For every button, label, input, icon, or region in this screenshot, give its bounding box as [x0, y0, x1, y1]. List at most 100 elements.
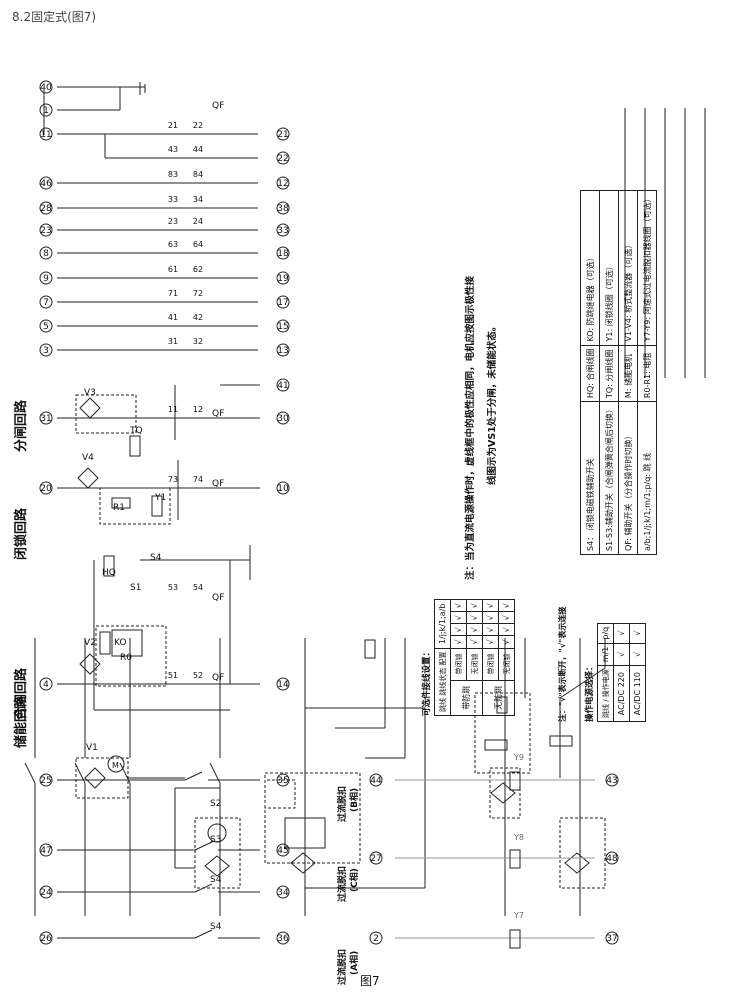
svg-text:1: 1	[43, 106, 49, 116]
terminal-43: 43	[605, 773, 619, 787]
svg-text:44: 44	[193, 145, 203, 154]
svg-text:15: 15	[277, 322, 288, 332]
svg-text:22: 22	[277, 154, 288, 164]
svg-text:43: 43	[606, 776, 617, 786]
svg-text:42: 42	[193, 313, 203, 322]
terminal-40: 40	[39, 80, 53, 94]
terminal-17: 17	[276, 295, 290, 309]
svg-text:Y8: Y8	[513, 833, 524, 842]
svg-text:S4: S4	[210, 875, 222, 885]
terminal-4: 4	[39, 677, 53, 691]
section-opening: 分闸回路	[14, 399, 29, 452]
svg-text:61: 61	[168, 265, 178, 274]
terminal-46: 46	[39, 176, 53, 190]
svg-text:41: 41	[277, 381, 288, 391]
svg-text:23: 23	[168, 217, 178, 226]
terminal-31: 31	[39, 411, 53, 425]
svg-text:4: 4	[43, 680, 49, 690]
section-trip-c-phase: (C相)	[350, 868, 360, 892]
svg-text:63: 63	[168, 240, 178, 249]
terminal-19: 19	[276, 271, 290, 285]
svg-text:38: 38	[277, 204, 289, 214]
svg-text:46: 46	[40, 179, 52, 189]
svg-text:34: 34	[193, 195, 203, 204]
svg-text:45: 45	[277, 846, 288, 856]
svg-text:73: 73	[168, 475, 178, 484]
terminal-48: 48	[605, 851, 619, 865]
terminal-11: 11	[39, 127, 53, 141]
svg-text:5: 5	[43, 322, 49, 332]
terminal-38: 38	[276, 201, 290, 215]
svg-text:24: 24	[193, 217, 203, 226]
svg-text:QF: QF	[212, 409, 224, 419]
terminal-14: 14	[276, 677, 290, 691]
terminal-44: 44	[369, 773, 383, 787]
section-trip-a-phase: (A相)	[350, 950, 360, 975]
svg-text:QF: QF	[212, 479, 224, 489]
svg-text:72: 72	[193, 289, 203, 298]
svg-text:HQ: HQ	[102, 568, 116, 578]
terminal-15: 15	[276, 319, 290, 333]
terminal-34: 34	[276, 885, 290, 899]
terminal-9: 9	[39, 271, 53, 285]
power-table: 跳线 / 操作电源 m/1 p/q AC/DC 220 √ √ AC/DC 11…	[597, 623, 646, 722]
terminal-7: 7	[39, 295, 53, 309]
svg-text:8: 8	[43, 249, 49, 259]
svg-text:2: 2	[373, 934, 379, 944]
svg-text:52: 52	[193, 671, 203, 680]
terminal-45: 45	[276, 843, 290, 857]
terminal-20: 20	[39, 481, 53, 495]
svg-text:20: 20	[40, 484, 52, 494]
svg-text:9: 9	[43, 274, 49, 284]
svg-text:24: 24	[40, 888, 52, 898]
svg-text:Y9: Y9	[513, 753, 524, 762]
note-line2: 线图示为VS1处于分闸，未储能状态。	[487, 321, 498, 485]
terminal-37: 37	[605, 931, 619, 945]
svg-text:21: 21	[168, 121, 178, 130]
legend-block: S4： 闭锁电磁铁辅助开关 HQ: 合闸线圈 KO: 防跳继电器（可选） S1-…	[580, 190, 657, 555]
terminal-2: 2	[369, 931, 383, 945]
svg-text:Y1: Y1	[154, 493, 166, 503]
svg-text:S3: S3	[210, 835, 221, 845]
svg-text:12: 12	[193, 405, 203, 414]
svg-text:62: 62	[193, 265, 203, 274]
svg-text:26: 26	[40, 934, 52, 944]
switch-s4-a	[24, 762, 36, 784]
svg-text:S2: S2	[210, 799, 221, 809]
svg-text:31: 31	[40, 414, 51, 424]
svg-text:19: 19	[277, 274, 289, 284]
section-closing: 合闸回路	[14, 667, 29, 720]
svg-text:QF: QF	[212, 101, 224, 111]
terminal-24: 24	[39, 885, 53, 899]
svg-text:41: 41	[168, 313, 178, 322]
figure-caption: 图7	[360, 974, 380, 988]
svg-text:R1: R1	[113, 503, 125, 513]
section-lock: 闭锁回路	[14, 507, 29, 560]
terminal-33: 33	[276, 223, 290, 237]
svg-text:QF: QF	[212, 593, 224, 603]
svg-text:V3: V3	[84, 388, 96, 398]
svg-text:S1: S1	[130, 583, 141, 593]
svg-text:32: 32	[193, 337, 203, 346]
terminal-13: 13	[276, 343, 290, 357]
label-v1: V1	[86, 743, 98, 753]
svg-text:22: 22	[193, 121, 203, 130]
optional-table-block: 可选件接线设置： 跳线 跳线状态 配置 1/j;k/1;a/b 带防跳 带闭锁 …	[420, 599, 515, 716]
terminal-23: 23	[39, 223, 53, 237]
svg-text:54: 54	[193, 583, 203, 592]
svg-text:48: 48	[606, 854, 618, 864]
power-table-title: 操作电源选择：	[585, 662, 595, 722]
svg-text:Y7: Y7	[513, 911, 524, 920]
optional-table: 跳线 跳线状态 配置 1/j;k/1;a/b 带防跳 带闭锁 √√√√ 无闭锁 …	[434, 599, 515, 716]
svg-text:51: 51	[168, 671, 178, 680]
svg-text:83: 83	[168, 170, 178, 179]
svg-text:33: 33	[168, 195, 178, 204]
svg-text:71: 71	[168, 289, 178, 298]
svg-text:18: 18	[277, 249, 289, 259]
svg-text:21: 21	[277, 130, 288, 140]
terminal-18: 18	[276, 246, 290, 260]
svg-text:V4: V4	[82, 453, 94, 463]
